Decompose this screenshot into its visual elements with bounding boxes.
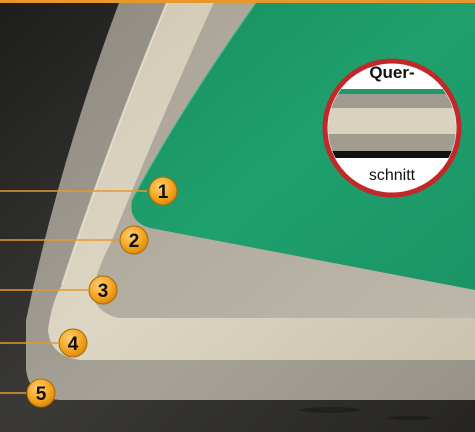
inset-title-top: Quer- (369, 63, 414, 82)
badge-5: 5 (27, 379, 55, 407)
badge-1: 1 (149, 177, 177, 205)
inset-layer-dark (320, 151, 470, 158)
badge-2: 2 (120, 226, 148, 254)
inset-title-bottom: schnitt (369, 167, 416, 184)
badge-1-label: 1 (158, 182, 169, 203)
badge-4-label: 4 (68, 334, 79, 355)
inset-layer-grey-bottom (320, 134, 470, 151)
inset-layer-beige (320, 108, 470, 134)
badge-3-label: 3 (98, 281, 109, 302)
badge-2-label: 2 (129, 231, 140, 252)
badge-3: 3 (89, 276, 117, 304)
badge-4: 4 (59, 329, 87, 357)
badge-5-label: 5 (36, 384, 47, 405)
top-accent-line (0, 0, 475, 3)
